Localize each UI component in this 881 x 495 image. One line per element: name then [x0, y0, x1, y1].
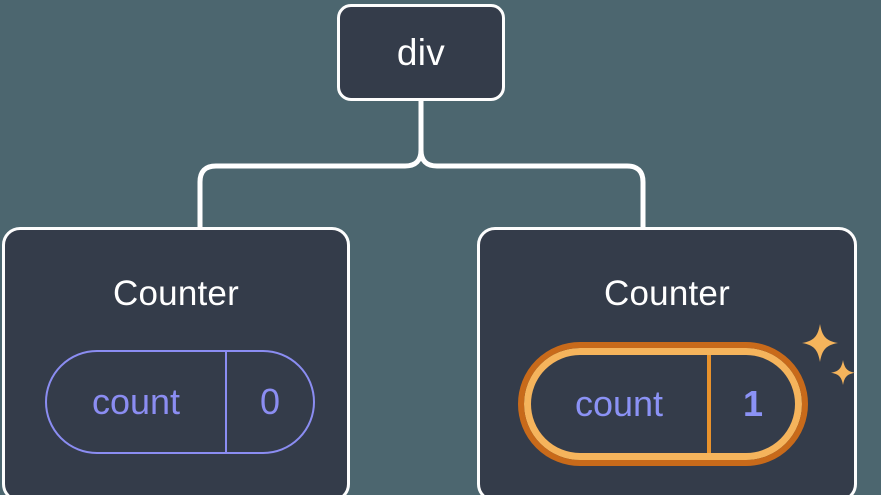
state-key-left: count: [91, 381, 181, 422]
edge-root-to-right: [418, 147, 646, 230]
edge-root-to-left: [197, 147, 424, 230]
node-root-div[interactable]: div: [337, 4, 505, 101]
state-key-right: count: [574, 383, 664, 424]
counter-right-title: Counter: [604, 274, 730, 313]
node-counter-left[interactable]: Counter count 0: [2, 227, 350, 495]
sparkle-large-icon: [802, 324, 838, 362]
root-node-label: div: [396, 32, 446, 73]
counter-left-title: Counter: [113, 274, 239, 313]
sparkle-group: [802, 324, 855, 385]
node-counter-right[interactable]: Counter count 1: [477, 227, 857, 495]
sparkle-small-icon: [831, 360, 855, 385]
state-value-right: 1: [707, 355, 795, 453]
state-value-left: 0: [225, 352, 313, 452]
state-pill-left[interactable]: count 0: [45, 350, 315, 454]
state-pill-right[interactable]: count 1: [518, 342, 808, 466]
